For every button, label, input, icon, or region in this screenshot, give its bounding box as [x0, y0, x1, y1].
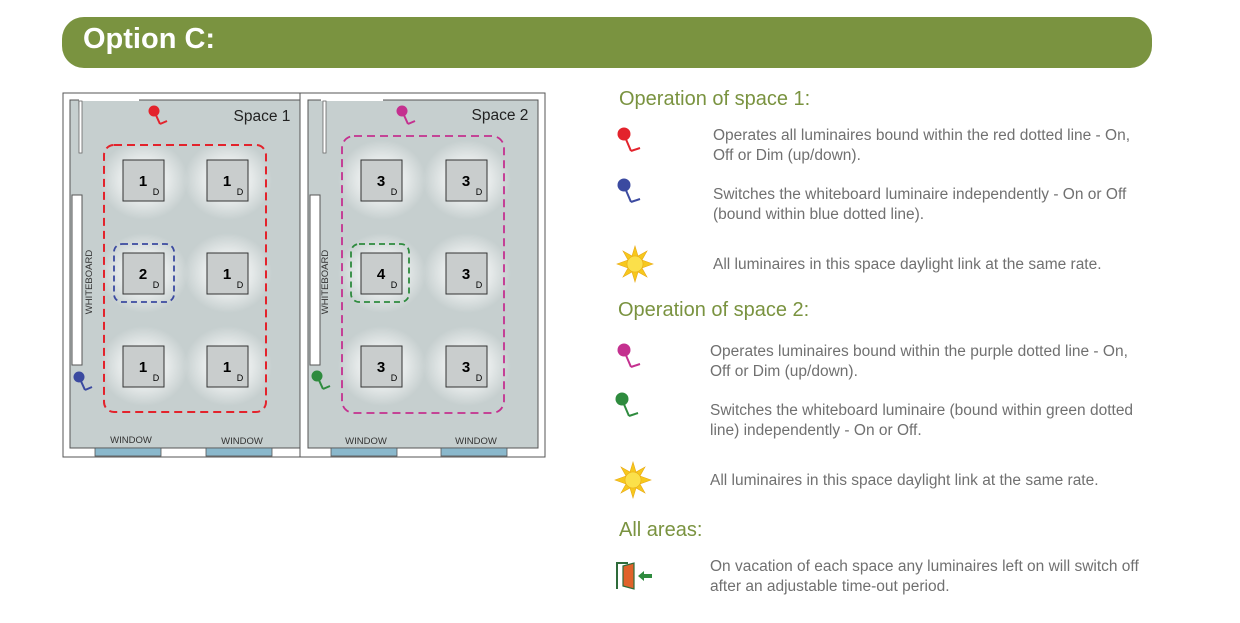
luminaire: 4 D [360, 252, 403, 295]
window-label: WINDOW [345, 436, 387, 447]
whiteboard-1 [71, 194, 83, 366]
window-label: WINDOW [110, 435, 152, 446]
svg-text:D: D [391, 187, 398, 197]
svg-text:1: 1 [223, 173, 231, 190]
svg-text:3: 3 [377, 173, 385, 190]
svg-text:3: 3 [462, 173, 470, 190]
all-areas-heading: All areas: [619, 519, 703, 541]
svg-text:D: D [153, 187, 160, 197]
header-banner: Option C: [62, 17, 1152, 68]
luminaire: 1 D [206, 159, 249, 202]
svg-text:1: 1 [223, 359, 231, 376]
svg-text:D: D [237, 187, 244, 197]
luminaire: 3 D [445, 159, 488, 202]
blue-zone-boundary [113, 243, 175, 303]
luminaire: 2 D [122, 252, 165, 295]
space-2-heading: Operation of space 2: [618, 299, 810, 321]
space-2: WHITEBOARD WINDOW WINDOW Space 2 3 D 3 D [299, 92, 546, 458]
purple-switch-icon [396, 105, 416, 125]
luminaire: 3 D [360, 345, 403, 388]
page-title: Option C: [83, 23, 216, 55]
svg-text:D: D [237, 373, 244, 383]
svg-text:3: 3 [377, 359, 385, 376]
svg-text:D: D [391, 280, 398, 290]
space-1: WHITEBOARD WINDOW WINDOW Space 1 1 D 1 D [62, 92, 301, 458]
green-switch-icon [615, 392, 639, 417]
window-1b [205, 447, 273, 457]
luminaire: 1 D [206, 345, 249, 388]
blue-switch-icon [617, 178, 641, 203]
sun-icon [616, 245, 654, 283]
svg-text:3: 3 [462, 359, 470, 376]
legend-description: All luminaires in this space daylight li… [710, 472, 1099, 489]
svg-text:2: 2 [139, 266, 147, 283]
space-1-heading: Operation of space 1: [619, 88, 811, 110]
exit-door-icon [616, 562, 652, 590]
svg-text:D: D [153, 373, 160, 383]
svg-text:D: D [476, 187, 483, 197]
luminaire: 1 D [122, 159, 165, 202]
svg-text:D: D [476, 373, 483, 383]
svg-text:1: 1 [223, 266, 231, 283]
svg-text:D: D [153, 280, 160, 290]
svg-text:4: 4 [377, 266, 386, 283]
red-switch-icon [617, 127, 641, 152]
sun-icon [614, 461, 652, 499]
svg-text:3: 3 [462, 266, 470, 283]
whiteboard-label-2: WHITEBOARD [320, 250, 331, 315]
luminaire: 3 D [360, 159, 403, 202]
whiteboard-label-1: WHITEBOARD [84, 250, 95, 315]
space-1-label: Space 1 [234, 108, 291, 125]
svg-text:1: 1 [139, 359, 147, 376]
window-2a [330, 447, 398, 457]
purple-zone-boundary [341, 135, 505, 414]
window-label: WINDOW [455, 436, 497, 447]
window-2b [440, 447, 508, 457]
legend-description: Operates luminaires bound within the pur… [710, 343, 1128, 380]
legend-description: On vacation of each space any luminaires… [710, 558, 1139, 595]
svg-text:D: D [391, 373, 398, 383]
red-switch-icon [148, 105, 168, 125]
window-1a [94, 447, 162, 457]
svg-text:1: 1 [139, 173, 147, 190]
purple-switch-icon [617, 343, 641, 368]
whiteboard-2 [309, 194, 321, 366]
svg-text:D: D [237, 280, 244, 290]
window-label: WINDOW [221, 436, 263, 447]
blue-switch-icon [73, 371, 93, 391]
luminaire: 3 D [445, 345, 488, 388]
green-switch-icon [311, 370, 331, 390]
legend-description: Switches the whiteboard luminaire (bound… [710, 402, 1134, 439]
svg-text:D: D [476, 280, 483, 290]
luminaire: 1 D [122, 345, 165, 388]
green-zone-boundary [350, 243, 410, 303]
legend-description: Operates all luminaires bound within the… [713, 127, 1131, 164]
space-2-label: Space 2 [472, 107, 529, 124]
legend-description: All luminaires in this space daylight li… [713, 256, 1102, 273]
luminaire: 3 D [445, 252, 488, 295]
red-zone-boundary [103, 144, 267, 413]
legend-description: Switches the whiteboard luminaire indepe… [713, 186, 1127, 223]
luminaire: 1 D [206, 252, 249, 295]
